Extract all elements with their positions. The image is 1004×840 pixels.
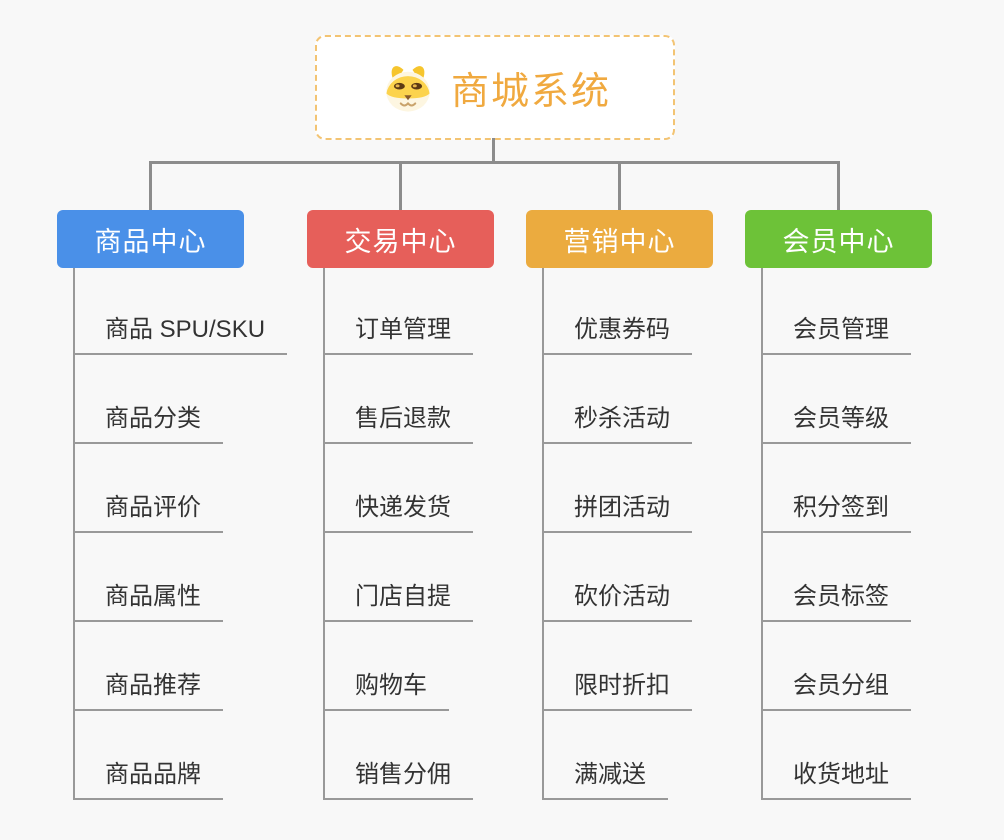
leaf-node[interactable]: 购物车 (323, 669, 449, 711)
leaf-node[interactable]: 会员分组 (761, 669, 911, 711)
leaf-node[interactable]: 商品分类 (73, 402, 223, 444)
leaf-node[interactable]: 售后退款 (323, 402, 473, 444)
branch-node-product-center[interactable]: 商品中心 (57, 210, 244, 268)
connector-bus (149, 161, 840, 164)
connector-drop-2 (399, 161, 402, 210)
branch-children-marketing-center: 优惠券码 秒杀活动 拼团活动 砍价活动 限时折扣 满减送 (542, 268, 772, 808)
connector-drop-1 (149, 161, 152, 210)
branch-children-product-center: 商品 SPU/SKU 商品分类 商品评价 商品属性 商品推荐 商品品牌 (73, 268, 303, 808)
leaf-node[interactable]: 砍价活动 (542, 580, 692, 622)
connector-trunk-3 (542, 268, 544, 800)
leaf-node[interactable]: 商品 SPU/SKU (73, 313, 288, 355)
leaf-node[interactable]: 优惠券码 (542, 313, 692, 355)
branch-node-member-center[interactable]: 会员中心 (745, 210, 932, 268)
dog-icon (386, 65, 430, 112)
branch-node-trade-center[interactable]: 交易中心 (307, 210, 494, 268)
leaf-node[interactable]: 秒杀活动 (542, 402, 692, 444)
connector-trunk-2 (323, 268, 325, 800)
connector-root-drop (492, 138, 495, 163)
leaf-node[interactable]: 收货地址 (761, 758, 911, 800)
leaf-node[interactable]: 门店自提 (323, 580, 473, 622)
leaf-node[interactable]: 会员管理 (761, 313, 911, 355)
leaf-node[interactable]: 商品推荐 (73, 669, 223, 711)
branch-node-marketing-center[interactable]: 营销中心 (526, 210, 713, 268)
connector-drop-3 (618, 161, 621, 210)
leaf-node[interactable]: 会员等级 (761, 402, 911, 444)
leaf-node[interactable]: 商品属性 (73, 580, 223, 622)
leaf-node[interactable]: 商品品牌 (73, 758, 223, 800)
leaf-node[interactable]: 限时折扣 (542, 669, 692, 711)
connector-trunk-1 (73, 268, 75, 800)
leaf-node[interactable]: 商品评价 (73, 491, 223, 533)
leaf-node[interactable]: 满减送 (542, 758, 668, 800)
connector-trunk-4 (761, 268, 763, 800)
leaf-node[interactable]: 订单管理 (323, 313, 473, 355)
branch-children-member-center: 会员管理 会员等级 积分签到 会员标签 会员分组 收货地址 (761, 268, 991, 808)
root-title: 商城系统 (450, 71, 611, 113)
leaf-node[interactable]: 拼团活动 (542, 491, 692, 533)
branch-children-trade-center: 订单管理 售后退款 快递发货 门店自提 购物车 销售分佣 (323, 268, 553, 808)
connector-drop-4 (837, 161, 840, 210)
leaf-node[interactable]: 快递发货 (323, 491, 473, 533)
leaf-node[interactable]: 销售分佣 (323, 758, 473, 800)
leaf-node[interactable]: 积分签到 (761, 491, 911, 533)
root-node-mall-system[interactable]: 商城系统 (315, 35, 675, 140)
leaf-node[interactable]: 会员标签 (761, 580, 911, 622)
